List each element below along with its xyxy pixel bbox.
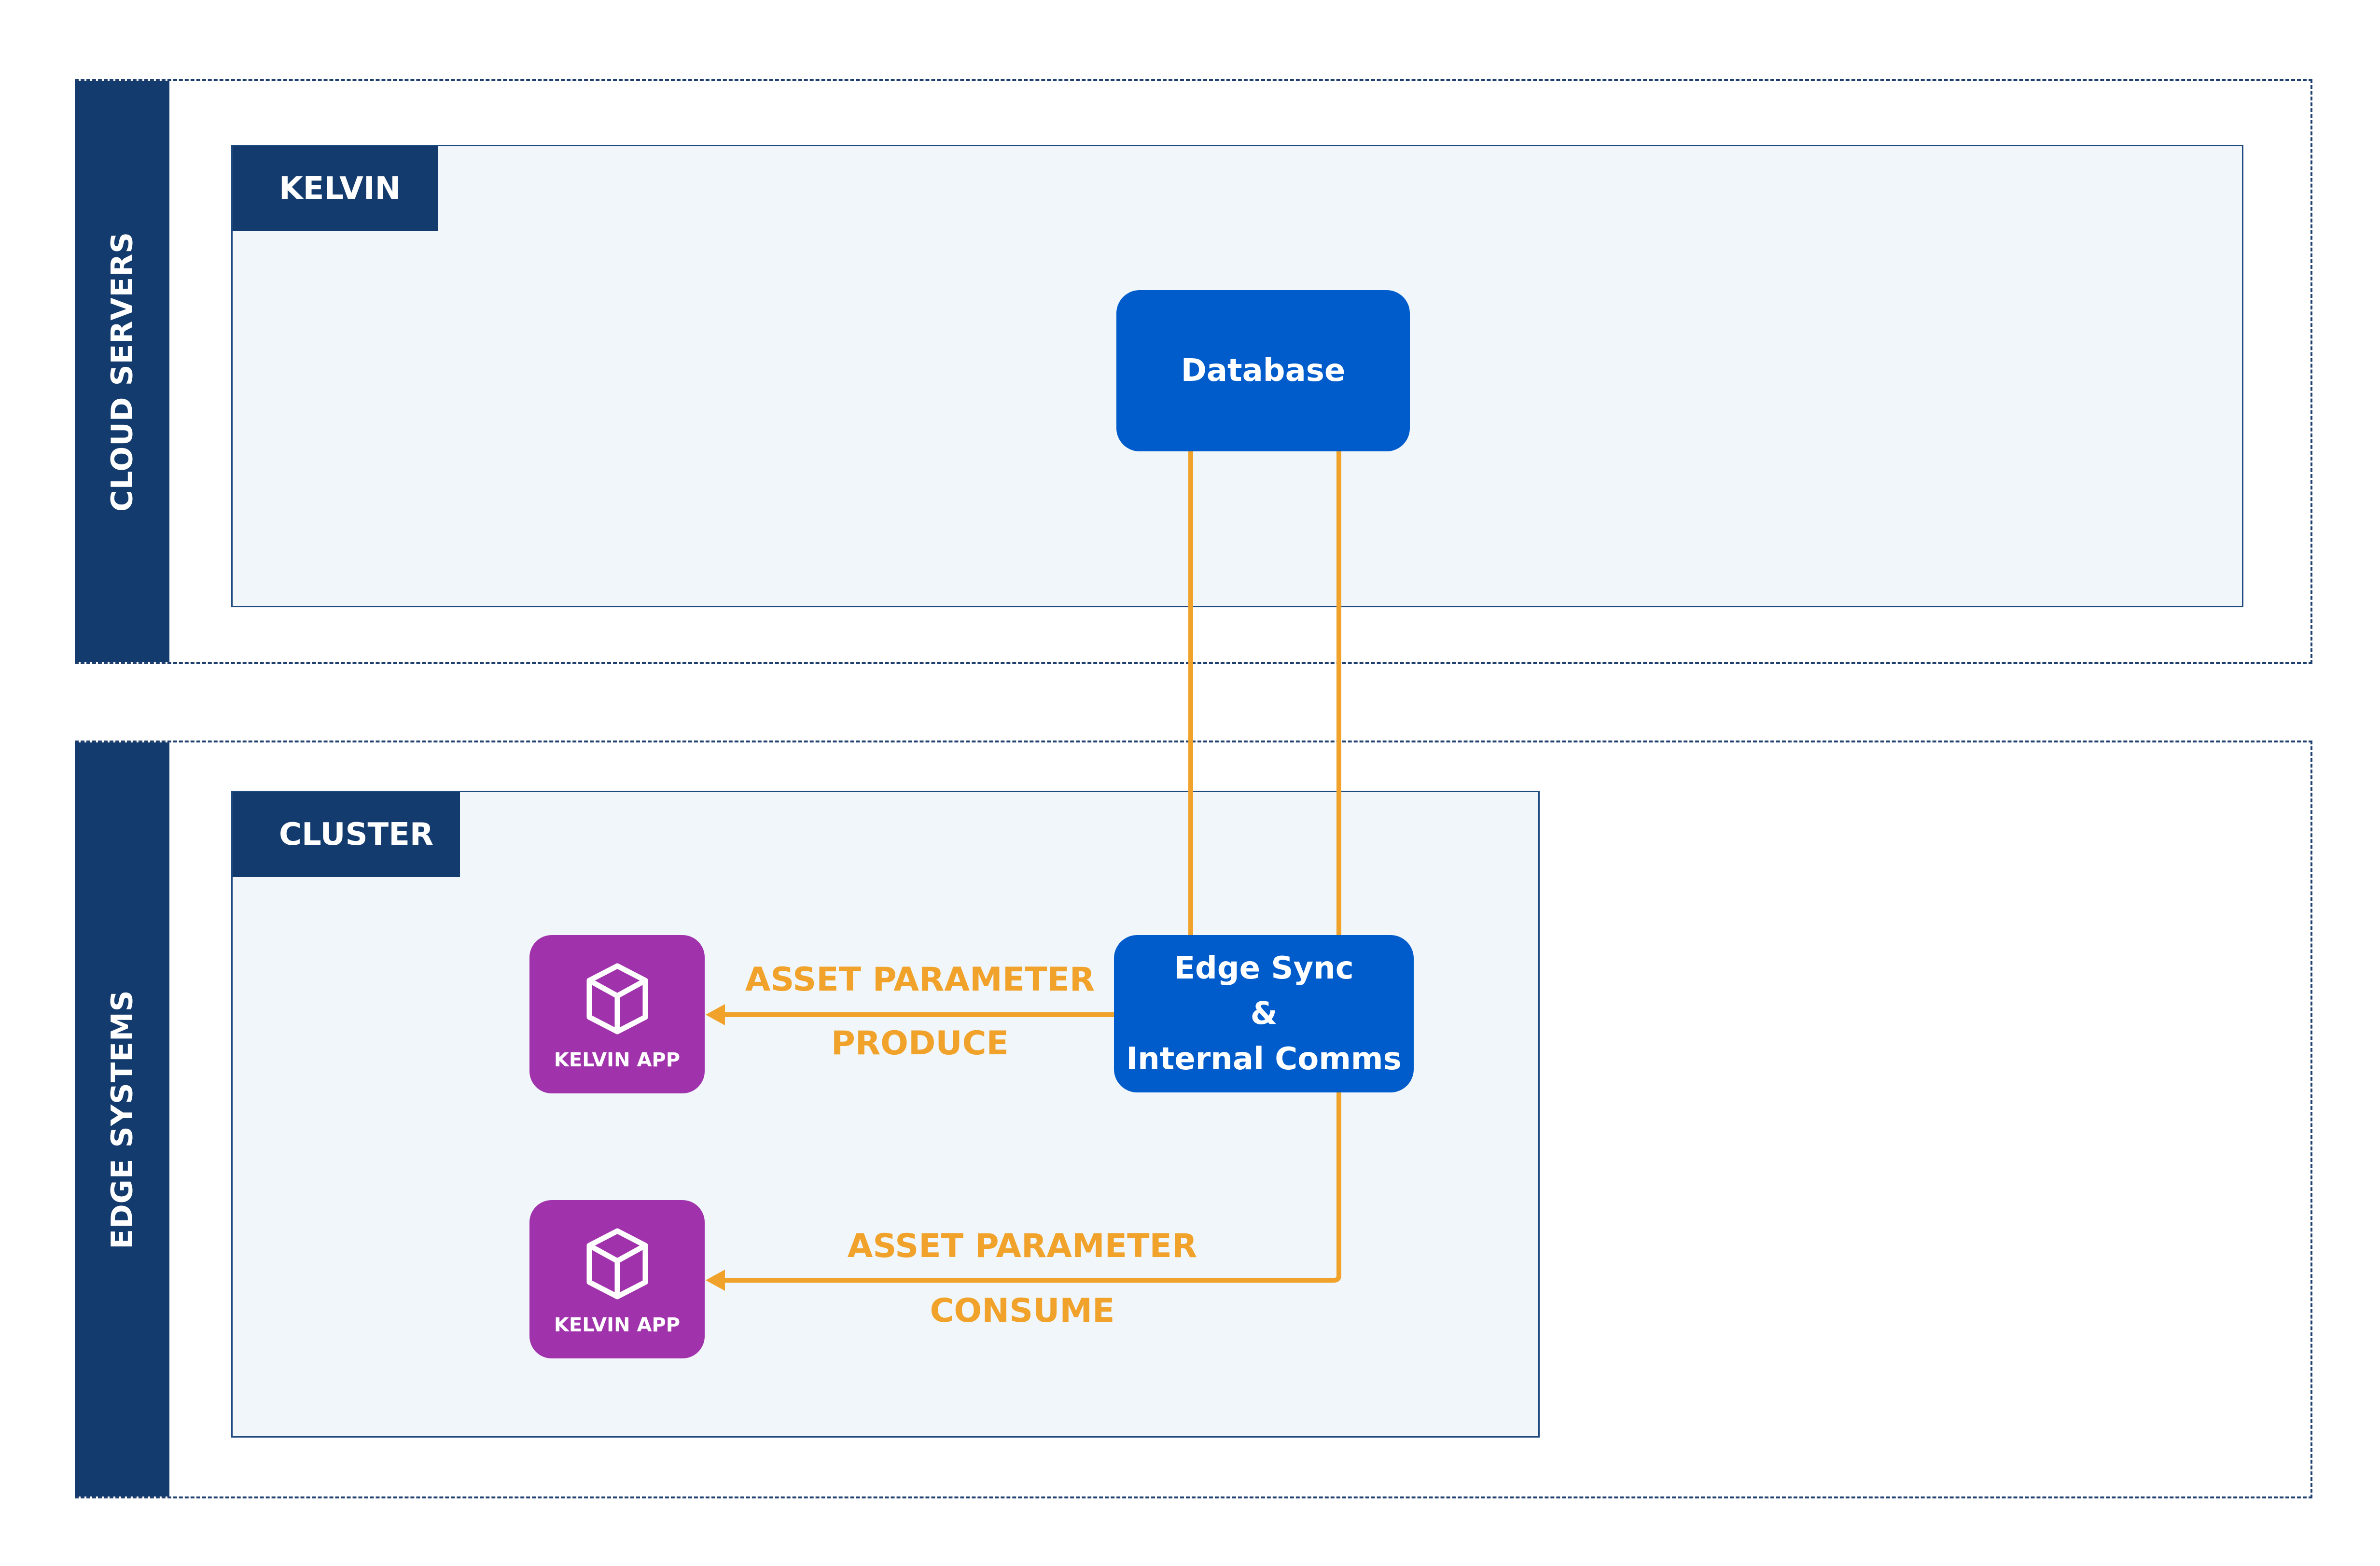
database-label: Database [1181,353,1346,389]
consume-arrowhead [706,1270,725,1291]
edge-sync-label-line1: Edge Sync [1174,951,1354,986]
edge-sync-node: Edge Sync & Internal Comms [1114,935,1414,1092]
consume-connector [724,451,1341,1283]
kelvin-app-tile: KELVIN APP [529,1200,705,1358]
consume-flow-label-line2: CONSUME [930,1292,1115,1330]
cloud-servers-zone: CLOUD SERVERS [75,79,2312,664]
produce-flow-label-line1: ASSET PARAMETER [745,961,1095,999]
database-node: Database [1116,290,1410,451]
edge-sync-label-line2: & [1250,996,1278,1032]
zone-side-bar: EDGE SYSTEMS [75,742,169,1496]
panel-title: CLUSTER [233,792,460,877]
edge-sync-label-line3: Internal Comms [1126,1041,1402,1077]
edge-systems-zone: EDGE SYSTEMS [75,741,2312,1498]
kelvin-app-tile: KELVIN APP [529,935,705,1093]
panel-title: KELVIN [233,146,438,231]
cube-icon [586,963,648,1035]
produce-flow-label-line2: PRODUCE [831,1024,1009,1063]
zone-side-bar: CLOUD SERVERS [75,81,169,662]
cluster-panel: CLUSTER [231,791,1540,1438]
cube-icon [586,1228,648,1300]
consume-flow-label-line1: ASSET PARAMETER [847,1227,1197,1265]
app-label: KELVIN APP [554,1049,681,1071]
produce-connector [724,451,1193,1017]
app-label: KELVIN APP [554,1314,681,1336]
produce-arrowhead [706,1004,725,1025]
